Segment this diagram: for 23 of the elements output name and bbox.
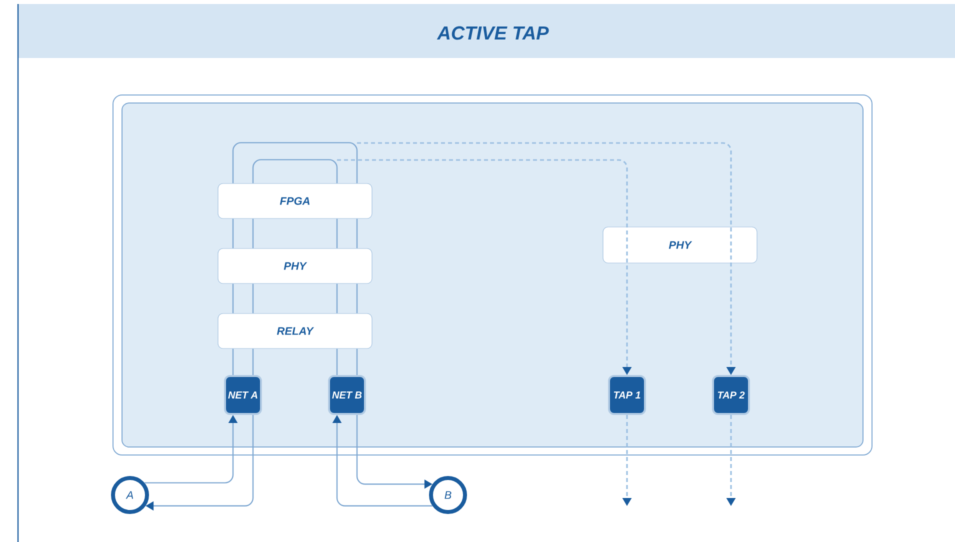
connector-line	[356, 348, 358, 375]
connector-line	[252, 218, 254, 248]
port-box: NET B	[328, 375, 366, 415]
connector-line	[232, 348, 234, 375]
port-box: TAP 1	[608, 375, 646, 415]
connector-line	[252, 284, 254, 314]
process-box: RELAY	[218, 313, 372, 349]
connector-line	[336, 284, 338, 314]
port-box: NET A	[224, 375, 262, 415]
connector-line	[356, 218, 358, 248]
port-box: TAP 2	[712, 375, 750, 415]
connector-line	[252, 348, 254, 375]
connector-line	[252, 159, 338, 184]
process-box: PHY	[602, 226, 758, 264]
process-box: PHY	[218, 248, 372, 284]
connector-line	[232, 142, 358, 184]
title: ACTIVE TAP	[436, 26, 549, 40]
connector-line	[232, 284, 234, 314]
connector-line	[336, 348, 338, 375]
connector-line	[336, 218, 338, 248]
connector-line	[356, 284, 358, 314]
process-box: FPGA	[218, 183, 372, 219]
connector-line	[232, 218, 234, 248]
